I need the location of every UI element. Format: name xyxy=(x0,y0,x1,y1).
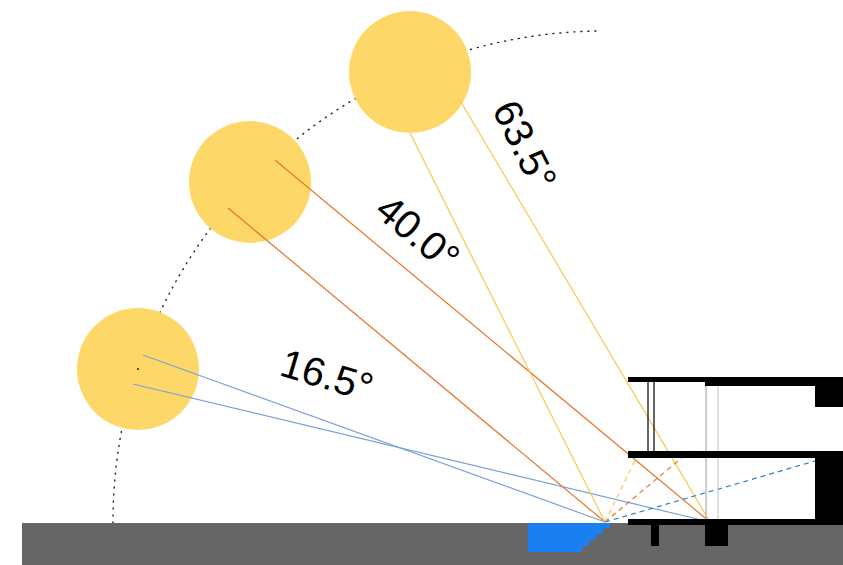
floor-slab xyxy=(628,451,843,458)
footing xyxy=(705,525,728,546)
window-frame xyxy=(717,386,718,451)
angle-label: 40.0° xyxy=(369,188,467,279)
sun-high xyxy=(349,11,471,133)
roof-slab xyxy=(628,377,708,382)
reflected-ray-high xyxy=(605,450,640,522)
window-frame xyxy=(705,386,706,451)
ray-low xyxy=(133,384,710,522)
ray-mid xyxy=(275,160,710,522)
sun-mid xyxy=(189,121,311,243)
ray-high xyxy=(458,97,710,522)
pool xyxy=(528,523,625,552)
window-frame xyxy=(653,382,654,451)
angle-label: 16.5° xyxy=(276,342,377,407)
pool-steps xyxy=(582,523,625,552)
reflected-ray-mid xyxy=(605,451,690,522)
ground-slab xyxy=(628,519,843,525)
footing xyxy=(651,525,659,546)
sun-path-arc xyxy=(113,31,600,523)
window-frame xyxy=(647,382,648,451)
wall xyxy=(815,377,843,407)
angle-label: 63.5° xyxy=(486,94,564,196)
arc-dot xyxy=(137,368,139,370)
roof-slab xyxy=(705,377,821,386)
ground xyxy=(22,523,843,565)
wall xyxy=(815,451,843,525)
ray-high xyxy=(410,133,605,522)
window-frame xyxy=(717,458,718,519)
building-section xyxy=(628,377,843,546)
window-frame xyxy=(705,458,706,519)
reflected-ray-low xyxy=(605,459,822,522)
